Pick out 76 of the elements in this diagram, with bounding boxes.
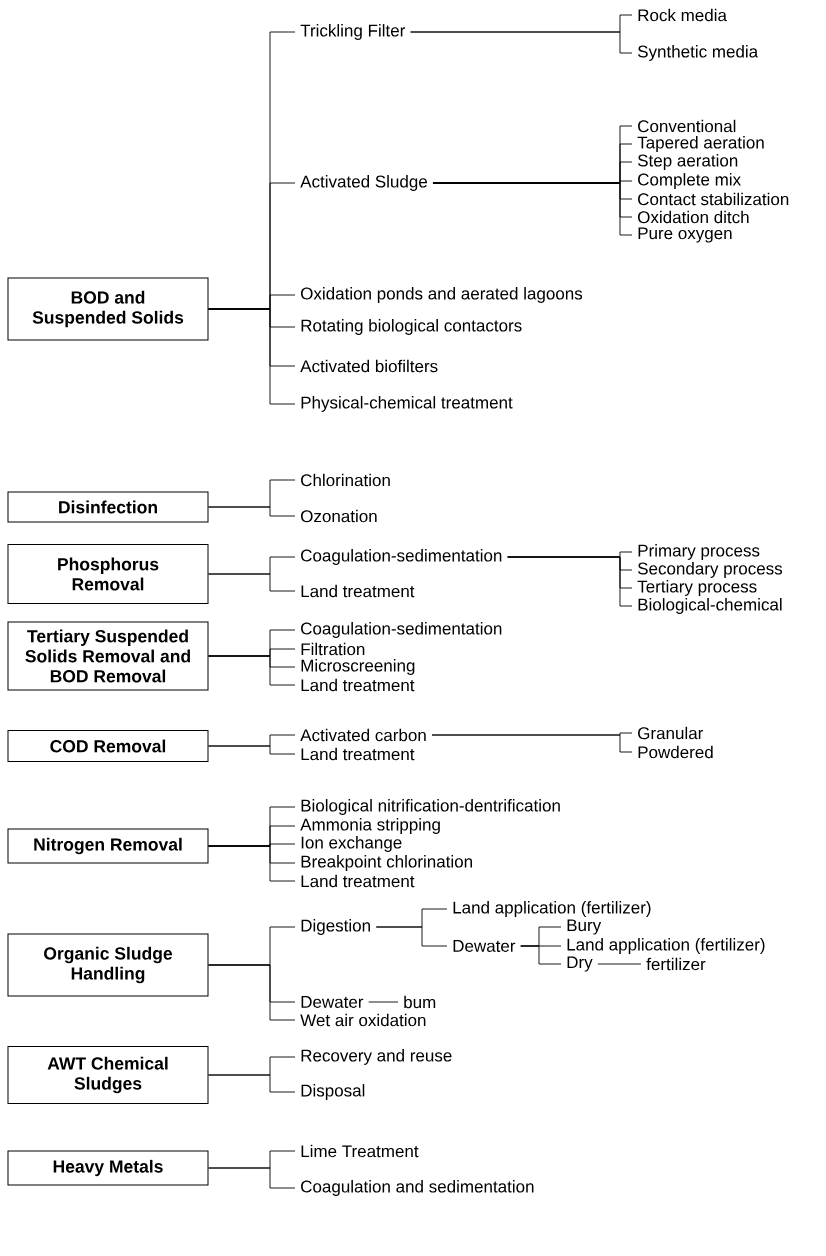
branch-label: Rock media bbox=[638, 8, 727, 22]
branch-label: Complete mix bbox=[638, 173, 741, 189]
branch-label: Tapered aeration bbox=[637, 136, 764, 152]
branch-label: Recovery and reuse bbox=[301, 1049, 452, 1065]
branch-label: Contact stabilization bbox=[638, 192, 789, 206]
branch-label: Disposal bbox=[301, 1084, 365, 1100]
branch-label: Activated biofilters bbox=[300, 359, 438, 373]
branch-label: Land treatment bbox=[301, 678, 415, 692]
connector-line bbox=[208, 655, 296, 686]
connector-line bbox=[368, 1001, 399, 1003]
process-box: Phosphorus Removal bbox=[7, 544, 209, 604]
branch-label: Dewater bbox=[301, 996, 364, 1008]
connector-line bbox=[431, 734, 633, 753]
branch-label: Dewater bbox=[453, 940, 516, 952]
process-box: Nitrogen Removal bbox=[7, 828, 209, 864]
connector-line bbox=[208, 845, 296, 882]
branch-label: Tertiary process bbox=[637, 580, 757, 596]
branch-label: Land treatment bbox=[301, 874, 415, 888]
branch-label: Biological nitrification-dentrification bbox=[301, 799, 560, 815]
branch-label: Wet air oxidation bbox=[300, 1013, 426, 1027]
branch-label: Activated Sludge bbox=[300, 175, 427, 191]
connector-line bbox=[432, 182, 633, 236]
branch-label: Rotating biological contactors bbox=[301, 319, 522, 335]
branch-label: Pure oxygen bbox=[638, 227, 732, 243]
process-box: Organic Sludge Handling bbox=[7, 933, 209, 997]
branch-label: Ion exchange bbox=[301, 836, 402, 852]
connector-line bbox=[208, 506, 296, 517]
connector-line bbox=[208, 573, 296, 592]
branch-label: Breakpoint chlorination bbox=[301, 855, 472, 871]
connector-line bbox=[208, 308, 296, 405]
connector-line bbox=[597, 963, 642, 965]
branch-label: bum bbox=[404, 995, 436, 1009]
branch-label: Oxidation ditch bbox=[638, 210, 749, 224]
branch-label: Land treatment bbox=[301, 747, 415, 761]
branch-label: Dry bbox=[567, 956, 593, 972]
branch-label: Biological-chemical bbox=[638, 598, 782, 614]
branch-label: Filtration bbox=[301, 642, 365, 656]
branch-label: Oxidation ponds and aerated lagoons bbox=[301, 287, 583, 303]
branch-label: Coagulation-sedimentation bbox=[301, 549, 502, 565]
process-box: Heavy Metals bbox=[7, 1150, 209, 1186]
branch-label: Activated carbon bbox=[300, 728, 426, 742]
branch-label: Granular bbox=[638, 726, 704, 740]
branch-label: Powdered bbox=[638, 745, 713, 759]
process-box: Tertiary Suspended Solids Removal and BOD Removal bbox=[7, 621, 209, 691]
branch-label: Conventional bbox=[638, 119, 736, 133]
branch-label: Coagulation-sedimentation bbox=[301, 622, 502, 638]
process-box: Disinfection bbox=[7, 491, 209, 523]
process-box: COD Removal bbox=[7, 730, 209, 762]
process-box: AWT Chemical Sludges bbox=[7, 1046, 209, 1104]
connector-line bbox=[208, 1074, 296, 1093]
branch-label: Coagulation and sedimentation bbox=[301, 1180, 534, 1196]
branch-label: fertilizer bbox=[646, 957, 706, 971]
connector-line bbox=[375, 926, 448, 947]
branch-label: Ozonation bbox=[301, 509, 377, 523]
connector-line bbox=[208, 964, 296, 1021]
branch-label: Ammonia stripping bbox=[300, 818, 440, 834]
branch-label: Bury bbox=[567, 919, 602, 935]
connector-line bbox=[208, 1167, 296, 1189]
branch-label: Land application (fertilizer) bbox=[453, 901, 651, 917]
branch-label: Primary process bbox=[638, 544, 760, 560]
branch-label: Chlorination bbox=[301, 473, 390, 487]
connector-line bbox=[507, 556, 633, 607]
branch-label: Secondary process bbox=[637, 562, 783, 578]
connector-line bbox=[520, 945, 562, 965]
branch-label: Step aeration bbox=[637, 154, 738, 170]
branch-label: Digestion bbox=[301, 919, 370, 935]
branch-label: Synthetic media bbox=[637, 45, 759, 61]
branch-label: Physical-chemical treatment bbox=[301, 396, 513, 412]
branch-label: Lime Treatment bbox=[301, 1144, 419, 1158]
process-box: BOD and Suspended Solids bbox=[7, 277, 209, 341]
connector-line bbox=[208, 745, 296, 755]
branch-label: Land application (fertilizer) bbox=[567, 938, 765, 954]
connector-line bbox=[410, 31, 633, 54]
branch-label: Trickling Filter bbox=[300, 24, 406, 40]
branch-label: Microscreening bbox=[301, 659, 415, 675]
branch-label: Land treatment bbox=[301, 584, 415, 598]
